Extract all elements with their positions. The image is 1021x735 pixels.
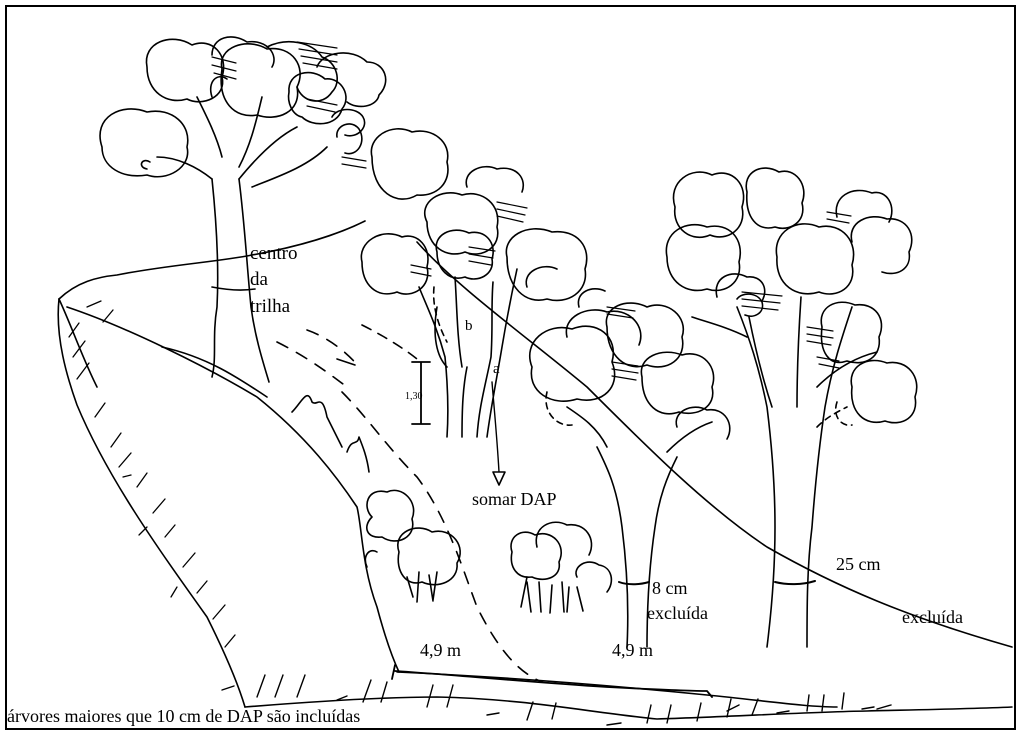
stem-b-label: b <box>465 319 473 334</box>
trail-center-label-1: centro <box>250 244 297 263</box>
tree-8cm <box>530 289 730 647</box>
big-tree-status-label: excluída <box>902 608 963 626</box>
tree-forked <box>337 167 587 485</box>
slope-hatching <box>69 301 235 647</box>
illustration-frame: centro da trilha 1,30 a b somar DAP 8 cm… <box>5 5 1016 730</box>
trail-ground <box>58 221 1012 719</box>
distance-left-label: 4,9 m <box>420 641 461 659</box>
caption: árvores maiores que 10 cm de DAP são inc… <box>7 707 360 725</box>
big-tree-dbh-label: 25 cm <box>836 555 881 573</box>
trail-center-label-2: da <box>250 270 268 289</box>
small-tree-status-label: excluída <box>647 604 708 622</box>
tree-trail-center <box>100 37 448 382</box>
height-label: 1,30 <box>405 392 423 402</box>
sum-dbh-label: somar DAP <box>472 490 557 508</box>
small-tree-dbh-label: 8 cm <box>652 579 688 597</box>
shrubs <box>292 396 611 613</box>
tree-25cm <box>666 168 916 647</box>
trail-center-label-3: trilha <box>250 297 290 316</box>
trail-plot-illustration <box>7 7 1016 730</box>
distance-right-label: 4,9 m <box>612 641 653 659</box>
stem-a-label: a <box>493 362 500 377</box>
